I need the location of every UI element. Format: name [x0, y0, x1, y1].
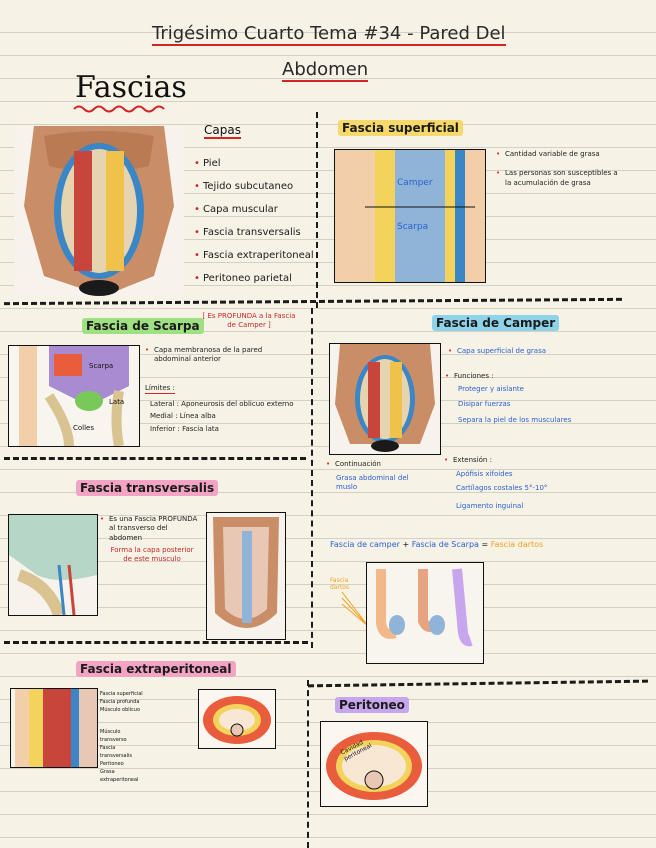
peritoneo-figure: Cavidad peritoneal [320, 721, 428, 807]
combo-plus: + [402, 540, 410, 549]
camper-funciones-title-list: Funciones : [445, 372, 595, 382]
extraperitoneal-fig-label: Músculo transverso [100, 729, 127, 743]
fascia-dartos-figure [366, 562, 484, 664]
page-title-line1: Trigésimo Cuarto Tema #34 - Pared Del [152, 23, 506, 46]
combo-line: Fascia de camper + Fascia de Scarpa = Fa… [330, 540, 543, 549]
peritoneo-heading: Peritoneo [335, 697, 409, 713]
extraperitoneal-fig-label: Grasa extraperitoneal [100, 769, 139, 783]
fascia-camper-heading: Fascia de Camper [432, 315, 560, 331]
camper-funciones-title: Funciones : [445, 372, 595, 382]
camper-continuacion-list: Continuación [326, 460, 436, 470]
divider-horizontal-4 [307, 679, 649, 688]
camper-extension-title: Extensión : [444, 456, 564, 466]
transversalis-notes: Es una Fascia PROFUNDA al transverso del… [100, 515, 200, 543]
camper-continuacion: Grasa abdominal del muslo [336, 474, 409, 492]
superficial-notes: Cantidad variable de grasa Las personas … [496, 150, 620, 188]
fascia-transversalis-heading: Fascia transversalis [76, 480, 219, 496]
extraperitoneal-fig-label: Fascia transversalis [100, 745, 132, 759]
capas-item: Piel [194, 152, 324, 175]
fascia-extraperitoneal-figure-1 [10, 688, 98, 768]
extraperitoneal-fig-label: Peritoneo [100, 761, 124, 767]
transversalis-note2: Forma la capa posterior de este musculo [110, 546, 194, 564]
extraperitoneal-fig-label: Músculo oblicuo [100, 707, 141, 713]
camper-continuacion-title: Continuación [326, 460, 436, 470]
torso-layers-figure [14, 126, 184, 296]
capas-item: Tejido subcutaneo [194, 175, 324, 198]
fascia-extraperitoneal-figure-2 [198, 689, 276, 749]
fascia-camper-figure [329, 343, 441, 455]
fascia-scarpa-heading: Fascia de Scarpa [82, 318, 204, 334]
scarpa-limite: Inferior : Fascia lata [150, 424, 219, 433]
fascias-underline [73, 105, 165, 113]
fascia-scarpa-figure: Scarpa Colles Lata [8, 345, 140, 447]
scarpa-fig-label: Scarpa [89, 362, 114, 370]
fascia-transversalis-figure-2 [206, 512, 286, 640]
camper-extension-item: Ligamento inguinal [456, 501, 524, 510]
fascia-extraperitoneal-heading: Fascia extraperitoneal [76, 661, 236, 677]
scarpa-label: Scarpa [397, 222, 429, 232]
fascia-superficial-heading: Fascia superficial [338, 120, 463, 136]
scarpa-limite: Lateral : Aponeurosis del oblicuo extern… [150, 400, 294, 408]
combo-part2: Fascia de Scarpa [411, 540, 479, 549]
scarpa-bracket-note: [ Es PROFUNDA a la Fascia de Camper ] [202, 312, 296, 330]
fascia-superficial-figure: Camper Scarpa [334, 149, 486, 283]
scarpa-desc: Capa membranosa de la pared abdominal an… [145, 346, 295, 365]
scarpa-limites: Lateral : Aponeurosis del oblicuo extern… [150, 400, 300, 434]
camper-extension-item: Cartílagos costales 5°-10° [456, 484, 548, 493]
camper-extension-list: Extensión : [444, 456, 564, 466]
capas-list: Piel Tejido subcutaneo Capa muscular Fas… [194, 152, 324, 290]
fascias-heading: Fascias [75, 70, 187, 105]
superficial-note: Cantidad variable de grasa [496, 150, 620, 160]
capas-item: Peritoneo parietal [194, 267, 324, 290]
capas-item: Capa muscular [194, 198, 324, 221]
combo-pointer-lines [341, 591, 369, 627]
fascia-transversalis-figure-1 [8, 514, 98, 616]
capas-item: Fascia transversalis [194, 221, 324, 244]
camper-funcion: Separa la piel de los musculares [458, 415, 572, 424]
extraperitoneal-fig-label: Fascia profunda [100, 699, 140, 705]
divider-vertical-mid [311, 308, 313, 648]
camper-notes: Capa superficial de grasa [448, 347, 598, 357]
camper-funcion: Disipar fuerzas [458, 400, 511, 409]
divider-vertical-bottom [307, 680, 309, 848]
scarpa-limites-title: Límites : [145, 384, 175, 395]
combo-eq: = [481, 540, 489, 549]
combo-result: Fascia dartos [490, 540, 544, 549]
camper-label: Camper [397, 178, 433, 188]
divider-horizontal-2 [4, 457, 306, 460]
scarpa-limite: Medial : Línea alba [150, 412, 216, 421]
combo-side-label: Fascia dartos [330, 577, 350, 591]
page-title-line2: Abdomen [282, 59, 369, 82]
camper-extension: Apófisis xifoides Cartílagos costales 5°… [456, 470, 576, 511]
lata-fig-label: Lata [109, 398, 125, 406]
combo-part1: Fascia de camper [330, 540, 400, 549]
divider-horizontal-3 [4, 641, 308, 644]
extraperitoneal-fig-label: Fascia superficial [100, 691, 143, 697]
camper-funcion: Proteger y aislante [458, 385, 524, 393]
camper-extension-item: Apófisis xifoides [456, 470, 513, 478]
capas-item: Fascia extraperitoneal [194, 244, 324, 267]
transversalis-note: Es una Fascia PROFUNDA al transverso del… [100, 515, 200, 543]
extraperitoneal-fig-labels: Fascia superficial Fascia profunda Múscu… [100, 690, 148, 784]
divider-horizontal-1 [3, 297, 623, 306]
colles-fig-label: Colles [73, 424, 95, 432]
superficial-note: Las personas son susceptibles a la acumu… [496, 169, 620, 188]
scarpa-desc-list: Capa membranosa de la pared abdominal an… [145, 346, 295, 365]
camper-note: Capa superficial de grasa [448, 347, 598, 357]
capas-heading: Capas [204, 123, 241, 139]
camper-funciones: Proteger y aislante Disipar fuerzas Sepa… [458, 385, 578, 425]
